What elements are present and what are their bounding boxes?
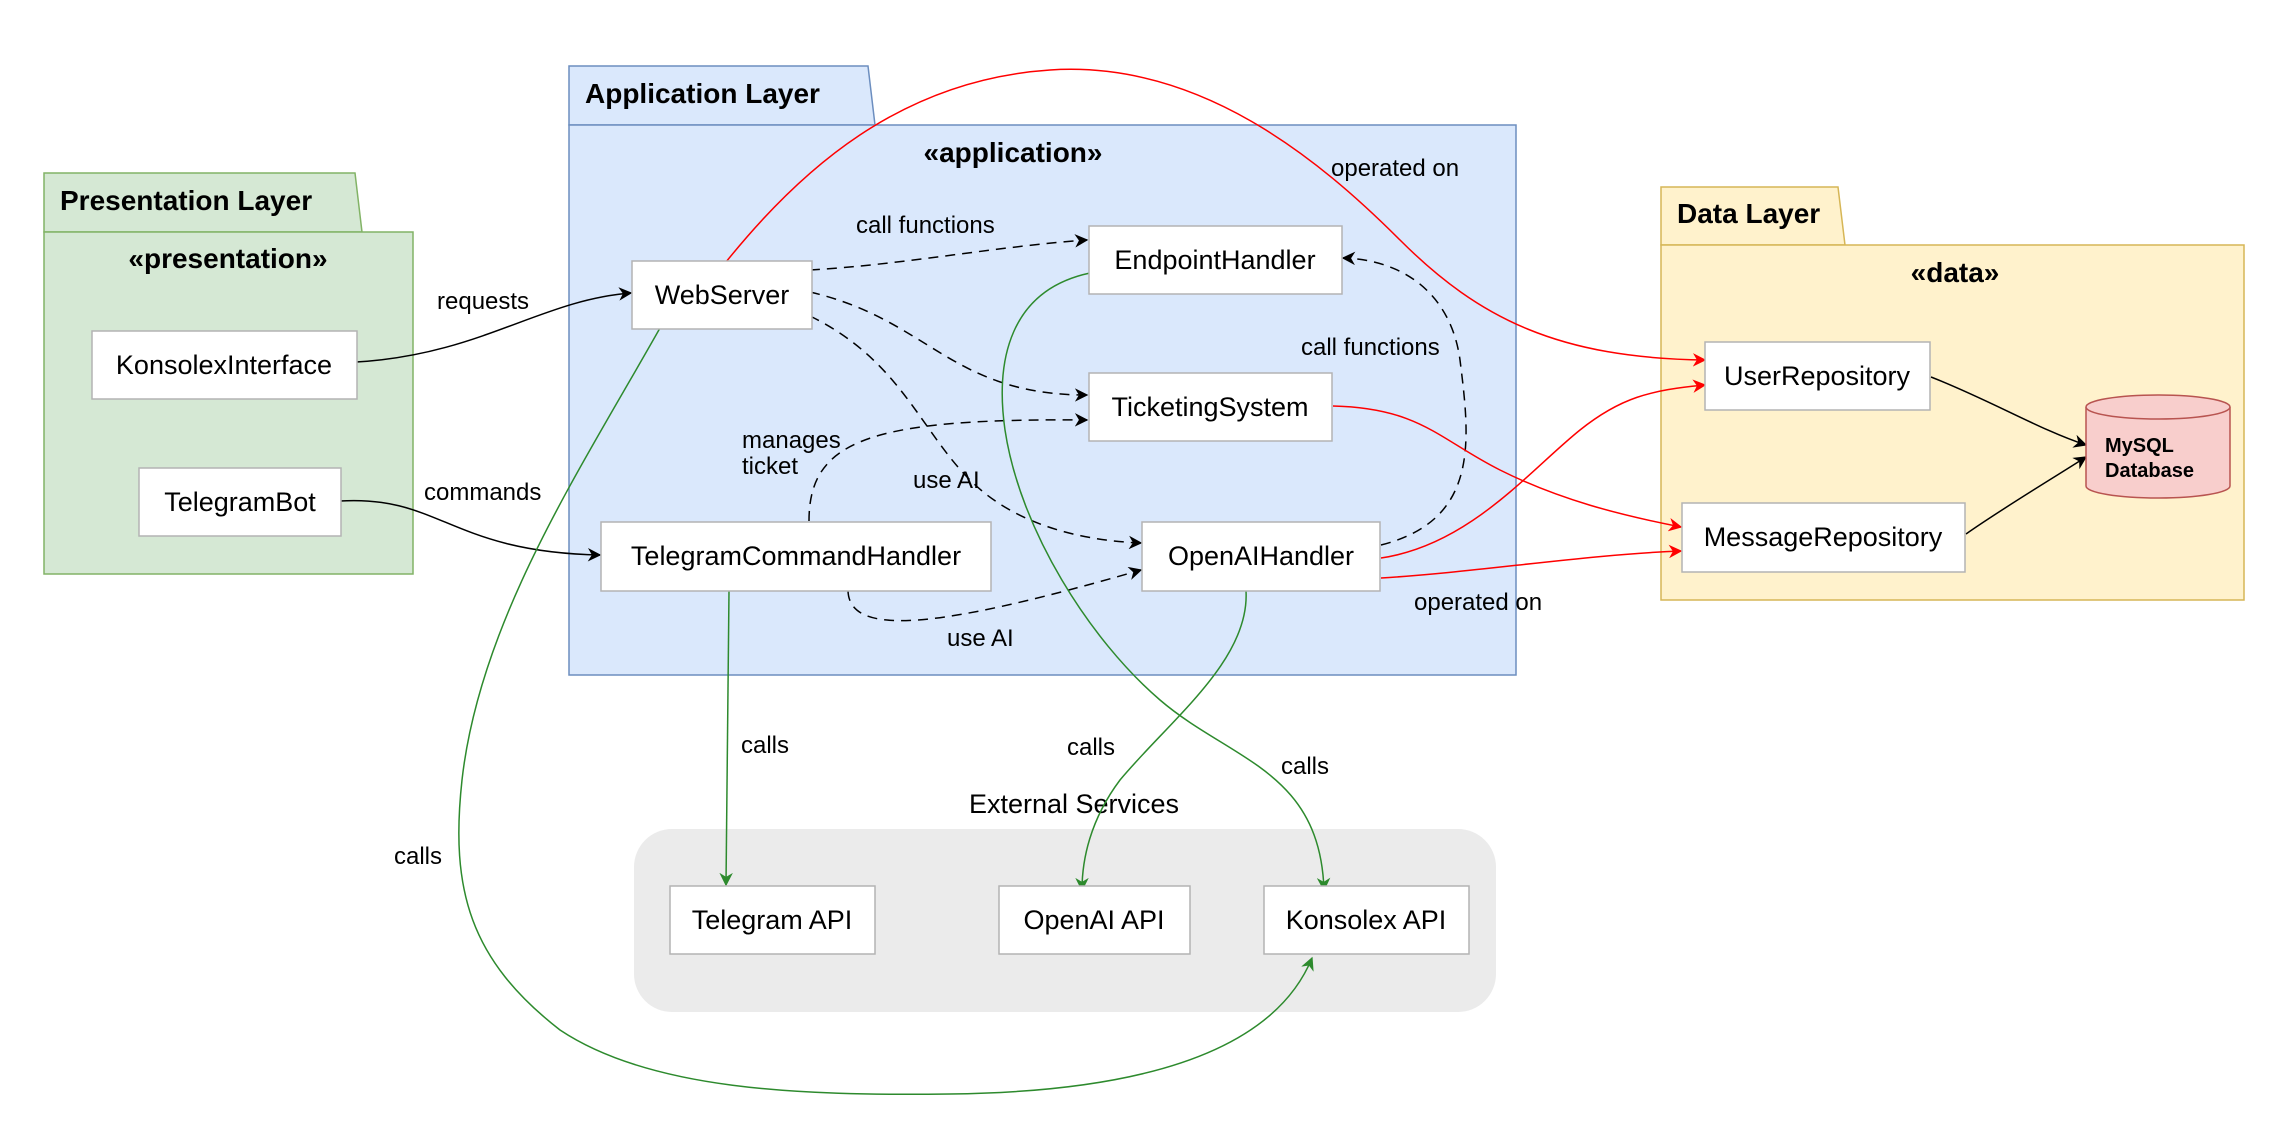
- edge-requests: [355, 287, 633, 363]
- edge-ticketingsystem-messagerepository: [1332, 405, 1683, 532]
- application-package-body: [568, 124, 1517, 676]
- component-webserver[interactable]: WebServer: [631, 260, 813, 330]
- external-services-title: External Services: [969, 789, 1179, 819]
- component-telegram-bot[interactable]: TelegramBot: [138, 467, 342, 537]
- openai-api-box: [998, 885, 1191, 955]
- edge-calls-telegram-api: [719, 590, 733, 887]
- label-calls-openai: calls: [1067, 734, 1115, 761]
- label-commands: commands: [424, 479, 541, 506]
- mysql-database[interactable]: MySQL Database: [2085, 394, 2231, 499]
- label-requests: requests: [437, 288, 529, 315]
- telegram-api-label: Telegram API: [692, 905, 853, 935]
- application-stereotype: «application»: [924, 137, 1103, 168]
- konsolex-api-label: Konsolex API: [1286, 905, 1447, 935]
- ticketing-system-label: TicketingSystem: [1111, 392, 1308, 422]
- edge-userrepository-database: [1930, 376, 2088, 448]
- component-message-repository[interactable]: MessageRepository: [1681, 502, 1966, 573]
- component-konsolex-interface[interactable]: KonsolexInterface: [91, 330, 358, 400]
- component-openai-api[interactable]: OpenAI API: [998, 885, 1191, 955]
- component-user-repository[interactable]: UserRepository: [1704, 341, 1931, 411]
- database-cylinder-body: [2085, 407, 2231, 499]
- webserver-label: WebServer: [655, 280, 790, 310]
- telegram-command-handler-label: TelegramCommandHandler: [631, 541, 961, 571]
- data-stereotype: «data»: [1911, 257, 2000, 288]
- telegram-api-box: [669, 885, 876, 955]
- label-use-ai-bottom: use AI: [947, 625, 1014, 652]
- konsolex-api-box: [1263, 885, 1470, 955]
- edge-openaihandler-messagerepository: [1380, 544, 1683, 579]
- component-ticketing-system[interactable]: TicketingSystem: [1088, 372, 1333, 442]
- message-repository-label: MessageRepository: [1704, 522, 1943, 552]
- edge-openaihandler-userrepository: [1380, 379, 1707, 559]
- message-repository-box: [1681, 502, 1966, 573]
- label-manages-line1: manages: [742, 427, 841, 454]
- components: KonsolexInterface TelegramBot WebServer …: [91, 225, 2231, 955]
- user-repository-label: UserRepository: [1724, 361, 1911, 391]
- telegram-bot-label: TelegramBot: [164, 487, 316, 517]
- edges: [339, 68, 2088, 1096]
- label-call-functions-top: call functions: [856, 212, 995, 239]
- edge-calls-openai-api: [1075, 590, 1247, 892]
- label-use-ai-mid: use AI: [913, 467, 980, 494]
- database-label-line1: MySQL: [2105, 435, 2174, 457]
- component-konsolex-api[interactable]: Konsolex API: [1263, 885, 1470, 955]
- label-call-functions-right: call functions: [1301, 334, 1440, 361]
- database-label-line2: Database: [2105, 460, 2194, 482]
- edge-manages-ticket: [808, 413, 1089, 522]
- label-calls-telegram: calls: [741, 732, 789, 759]
- database-cylinder-top: [2085, 394, 2231, 420]
- component-telegram-command-handler[interactable]: TelegramCommandHandler: [600, 521, 992, 592]
- component-openai-handler[interactable]: OpenAIHandler: [1141, 521, 1381, 592]
- openai-handler-label: OpenAIHandler: [1168, 541, 1354, 571]
- component-endpoint-handler[interactable]: EndpointHandler: [1088, 225, 1343, 295]
- presentation-package-title: Presentation Layer: [60, 185, 312, 216]
- user-repository-box: [1704, 341, 1931, 411]
- label-operated-on-top: operated on: [1331, 155, 1459, 182]
- openai-api-label: OpenAI API: [1023, 905, 1164, 935]
- edge-calls-konsolex-api-endpoint: [1001, 272, 1331, 892]
- label-calls-left: calls: [394, 843, 442, 870]
- label-operated-on-bottom: operated on: [1414, 589, 1542, 616]
- webserver-box: [631, 260, 813, 330]
- edge-webserver-endpointhandler: [809, 234, 1089, 271]
- edge-commands: [339, 499, 602, 562]
- edge-calls-konsolex-api-webserver: [458, 327, 1314, 1096]
- label-manages-line2: ticket: [742, 453, 798, 480]
- edge-webserver-userrepository: [725, 68, 1707, 367]
- openai-handler-box: [1141, 521, 1381, 592]
- konsolex-interface-label: KonsolexInterface: [116, 350, 332, 380]
- edge-messagerepository-database: [1965, 456, 2088, 535]
- ticketing-system-box: [1088, 372, 1333, 442]
- label-calls-konsolex: calls: [1281, 753, 1329, 780]
- edge-labels: requests commands call functions call fu…: [394, 155, 1542, 870]
- endpoint-handler-box: [1088, 225, 1343, 295]
- edge-webserver-openaihandler: [809, 315, 1143, 550]
- edge-call-functions-right: [1341, 251, 1467, 546]
- application-package-title: Application Layer: [585, 78, 820, 109]
- telegram-command-handler-box: [600, 521, 992, 592]
- data-package-title: Data Layer: [1677, 198, 1820, 229]
- konsolex-interface-box: [91, 330, 358, 400]
- edge-use-ai-bottom: [847, 566, 1143, 622]
- endpoint-handler-label: EndpointHandler: [1114, 245, 1315, 275]
- telegram-bot-box: [138, 467, 342, 537]
- presentation-stereotype: «presentation»: [128, 243, 327, 274]
- component-telegram-api[interactable]: Telegram API: [669, 885, 876, 955]
